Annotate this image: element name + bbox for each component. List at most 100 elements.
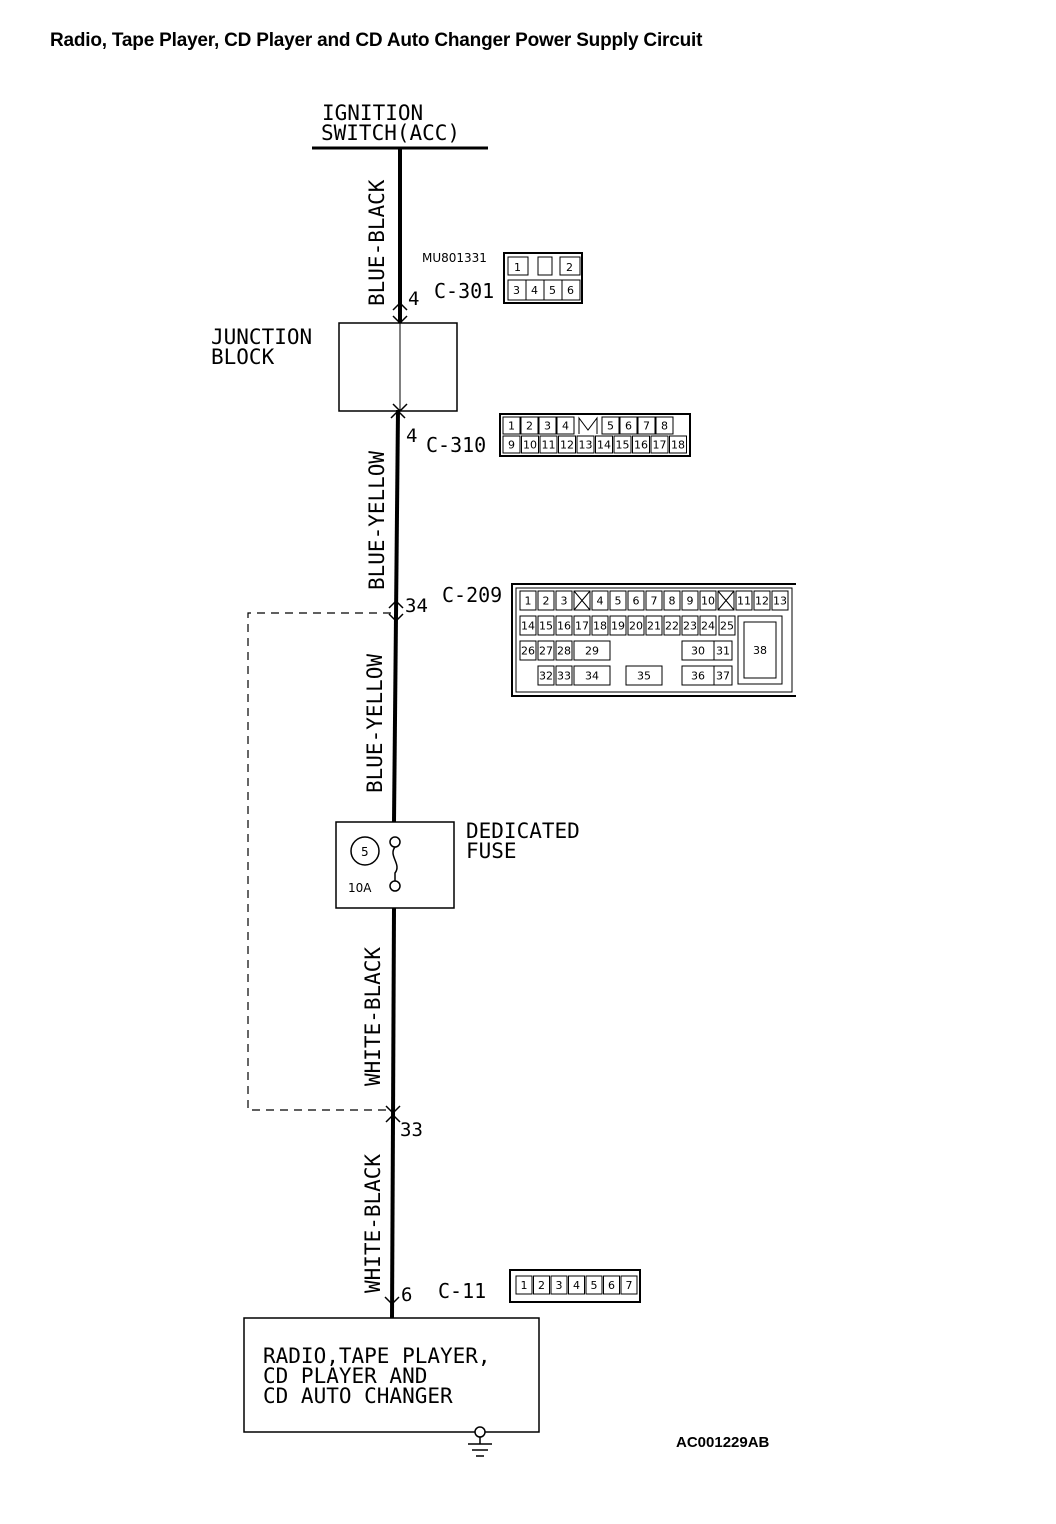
ignition-switch: IGNITION SWITCH(ACC) [312, 101, 488, 150]
wire-label-blue-black: BLUE-BLACK [365, 179, 389, 306]
c310-cell: 9 [508, 439, 515, 452]
ignition-switch-line1: IGNITION [322, 101, 423, 125]
c209-cell: 15 [539, 620, 553, 633]
ignition-switch-line2: SWITCH(ACC) [321, 121, 460, 145]
radio-label-line1: RADIO,TAPE PLAYER, [263, 1344, 491, 1368]
c310-cell: 15 [616, 439, 630, 452]
c209-cell: 26 [521, 645, 535, 658]
c310-cell: 8 [661, 420, 668, 433]
connector-label-c11: C-11 [438, 1279, 486, 1303]
c209-cell: 6 [633, 595, 640, 608]
connector-c301: MU801331 C-301 1 2 3 4 5 6 [422, 251, 583, 304]
c301-cell: 3 [513, 284, 520, 297]
pin-number-c310: 4 [406, 425, 417, 447]
c310-cell: 16 [634, 439, 648, 452]
c209-cell: 7 [651, 595, 658, 608]
radio-unit: RADIO,TAPE PLAYER, CD PLAYER AND CD AUTO… [243, 1317, 540, 1433]
c310-cell: 11 [542, 439, 556, 452]
c209-cell: 1 [525, 595, 532, 608]
c209-cell: 32 [539, 670, 553, 683]
junction-block-line2: BLOCK [211, 345, 275, 369]
c209-cell: 37 [716, 670, 730, 683]
c209-cell: 27 [539, 645, 553, 658]
page-title: Radio, Tape Player, CD Player and CD Aut… [50, 30, 703, 51]
connector-label-c301: C-301 [434, 279, 494, 303]
wire-label-blue-yellow-upper: BLUE-YELLOW [365, 451, 389, 590]
c11-cell: 4 [573, 1279, 580, 1292]
c11-cell: 1 [521, 1279, 528, 1292]
c209-cell: 18 [593, 620, 607, 633]
pin-number-c11: 6 [401, 1284, 412, 1306]
c209-cell: 30 [691, 645, 705, 658]
fuse-number: 5 [361, 845, 369, 859]
pin-number-c209-33: 33 [400, 1119, 423, 1141]
c301-cell: 5 [549, 284, 556, 297]
c209-cell: 35 [637, 670, 651, 683]
c209-cell: 5 [615, 595, 622, 608]
c209-cell: 8 [669, 595, 676, 608]
c11-cell: 7 [626, 1279, 633, 1292]
c310-cell: 7 [643, 420, 650, 433]
c209-cell: 19 [611, 620, 625, 633]
c11-cell: 6 [608, 1279, 615, 1292]
c301-cell: 6 [567, 284, 574, 297]
c310-cell: 6 [625, 420, 632, 433]
c209-cell: 23 [683, 620, 697, 633]
c209-cell: 33 [557, 670, 571, 683]
c310-cell: 1 [508, 420, 515, 433]
main-wire [390, 148, 402, 1319]
c310-cell: 13 [579, 439, 593, 452]
c310-cell: 12 [560, 439, 574, 452]
c209-cell: 36 [691, 670, 705, 683]
c209-cell: 38 [753, 644, 767, 657]
wire-label-white-black-upper: WHITE-BLACK [361, 947, 385, 1086]
c209-cell: 22 [665, 620, 679, 633]
part-number-mu801331: MU801331 [422, 251, 487, 265]
c310-cell: 3 [544, 420, 551, 433]
c310-cell: 14 [597, 439, 611, 452]
c310-cell: 18 [671, 439, 685, 452]
radio-label-line3: CD AUTO CHANGER [263, 1384, 453, 1408]
junction-block-line1: JUNCTION [211, 325, 312, 349]
connector-label-c209: C-209 [442, 583, 502, 607]
radio-label-line2: CD PLAYER AND [263, 1364, 427, 1388]
figure-code: AC001229AB [676, 1434, 770, 1451]
c310-cell: 17 [653, 439, 667, 452]
c209-cell: 21 [647, 620, 661, 633]
c209-cell: 10 [701, 595, 715, 608]
c209-cell: 20 [629, 620, 643, 633]
c209-cell: 34 [585, 670, 599, 683]
c310-cell: 2 [526, 420, 533, 433]
c209-cell: 31 [716, 645, 730, 658]
c209-cell: 12 [755, 595, 769, 608]
c301-cell: 4 [531, 284, 538, 297]
c310-cell: 5 [607, 420, 614, 433]
c11-cell: 5 [591, 1279, 598, 1292]
c209-cell: 4 [597, 595, 604, 608]
junction-block: JUNCTION BLOCK [211, 322, 458, 412]
c209-cell: 13 [773, 595, 787, 608]
c209-cell: 17 [575, 620, 589, 633]
wire-label-white-black-lower: WHITE-BLACK [361, 1154, 385, 1293]
c209-cell: 28 [557, 645, 571, 658]
fuse-label-line1: DEDICATED [466, 819, 580, 843]
pin-number-c301: 4 [408, 288, 419, 310]
c209-cell: 25 [720, 620, 734, 633]
c209-cell: 3 [561, 595, 568, 608]
c209-cell: 11 [737, 595, 751, 608]
c209-cell: 29 [585, 645, 599, 658]
c209-cell: 14 [521, 620, 535, 633]
c209-cell: 2 [543, 595, 550, 608]
connector-label-c310: C-310 [426, 433, 486, 457]
wire-label-blue-yellow-lower: BLUE-YELLOW [363, 654, 387, 793]
c310-cell: 4 [562, 420, 569, 433]
c209-cell: 9 [687, 595, 694, 608]
ground-icon [468, 1426, 492, 1457]
c11-cell: 3 [556, 1279, 563, 1292]
c209-cell: 16 [557, 620, 571, 633]
c11-cell: 2 [538, 1279, 545, 1292]
